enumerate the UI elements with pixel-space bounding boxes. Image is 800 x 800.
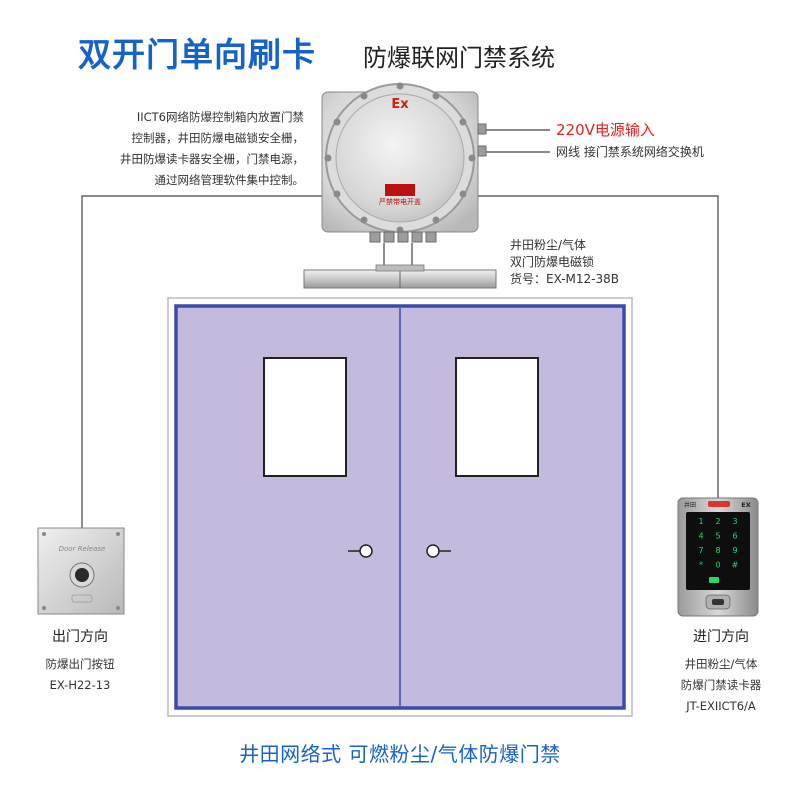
ex-mark: Ex — [391, 97, 409, 112]
right-door-window — [455, 357, 539, 477]
reader-ex-mark: EX — [741, 501, 750, 509]
page-subtitle: 防爆联网门禁系统 — [363, 44, 555, 72]
description-line: IICT6网络防爆控制箱内放置门禁 — [136, 110, 304, 124]
exit-button-plate-text: Door Release — [59, 545, 106, 553]
page-title: 双开门单向刷卡 — [78, 35, 316, 74]
wiring-lines — [81, 129, 719, 528]
keypad-key: 1 — [698, 517, 703, 526]
control-box-description: IICT6网络防爆控制箱内放置门禁 控制器，井田防爆电磁锁安全栅， 井田防爆读卡… — [94, 107, 304, 191]
keypad-key: 6 — [732, 532, 737, 541]
wire-to-exit-button — [81, 195, 322, 528]
right-door-leaf — [426, 357, 539, 558]
left-door-leaf — [263, 357, 373, 558]
warning-plate — [385, 184, 415, 196]
reader-keypad-panel — [686, 512, 750, 590]
right-door-handle — [426, 544, 440, 558]
double-door — [167, 297, 633, 717]
control-box: 严禁带电开盖 — [321, 82, 487, 243]
card-reader-name-2: 防爆门禁读卡器 — [680, 678, 762, 692]
reader-status-led — [708, 501, 730, 507]
entry-direction-title: 进门方向 — [693, 629, 749, 645]
network-line-label: 网线 接门禁系统网络交换机 — [556, 145, 704, 159]
left-door-handle — [359, 544, 373, 558]
keypad-key: * — [699, 561, 703, 570]
lock-label-line: 井田粉尘/气体 — [510, 238, 587, 252]
lock-label-line: 双门防爆电磁锁 — [510, 255, 595, 269]
exit-direction-title: 出门方向 — [52, 629, 108, 645]
exit-button-model: EX-H22-13 — [49, 678, 111, 692]
footer-caption: 井田网络式 可燃粉尘/气体防爆门禁 — [239, 742, 561, 766]
keypad-key: 7 — [698, 546, 703, 555]
reader-brand: 井田 — [684, 501, 696, 509]
lock-label-line: 货号：EX-M12-38B — [510, 272, 619, 286]
left-door-window — [263, 357, 347, 477]
description-line: 通过网络管理软件集中控制。 — [154, 173, 305, 187]
card-reader-model: JT-EXIICT6/A — [686, 699, 756, 713]
keypad-key: 3 — [732, 517, 737, 526]
keypad-key: 4 — [698, 532, 703, 541]
keypad-key: 8 — [715, 546, 720, 555]
keypad-key: 5 — [715, 532, 720, 541]
reader-keypad: 1 2 3 4 5 6 7 8 9 * 0 # — [698, 517, 738, 570]
keypad-key: # — [732, 561, 739, 570]
description-line: 井田防爆读卡器安全栅，门禁电源， — [120, 152, 304, 166]
keypad-key: 2 — [715, 517, 720, 526]
keypad-key: 0 — [715, 561, 720, 570]
exit-button-device — [37, 527, 125, 615]
card-reader-caption: 进门方向 井田粉尘/气体 防爆门禁读卡器 JT-EXIICT6/A — [660, 628, 782, 717]
wire-to-card-reader — [478, 195, 719, 498]
power-input-label: 220V电源输入 — [556, 121, 655, 139]
magnetic-lock — [303, 264, 497, 289]
warning-plate-text: 严禁带电开盖 — [379, 197, 421, 206]
exit-button-caption: 出门方向 防爆出门按钮 EX-H22-13 — [30, 628, 130, 696]
exit-button-name: 防爆出门按钮 — [45, 657, 115, 671]
card-reader-name-1: 井田粉尘/气体 — [684, 657, 758, 671]
magnetic-lock-label: 井田粉尘/气体 双门防爆电磁锁 货号：EX-M12-38B — [510, 237, 619, 288]
card-reader-device — [677, 497, 759, 617]
keypad-key: 9 — [732, 546, 737, 555]
description-line: 控制器，井田防爆电磁锁安全栅， — [131, 131, 305, 145]
